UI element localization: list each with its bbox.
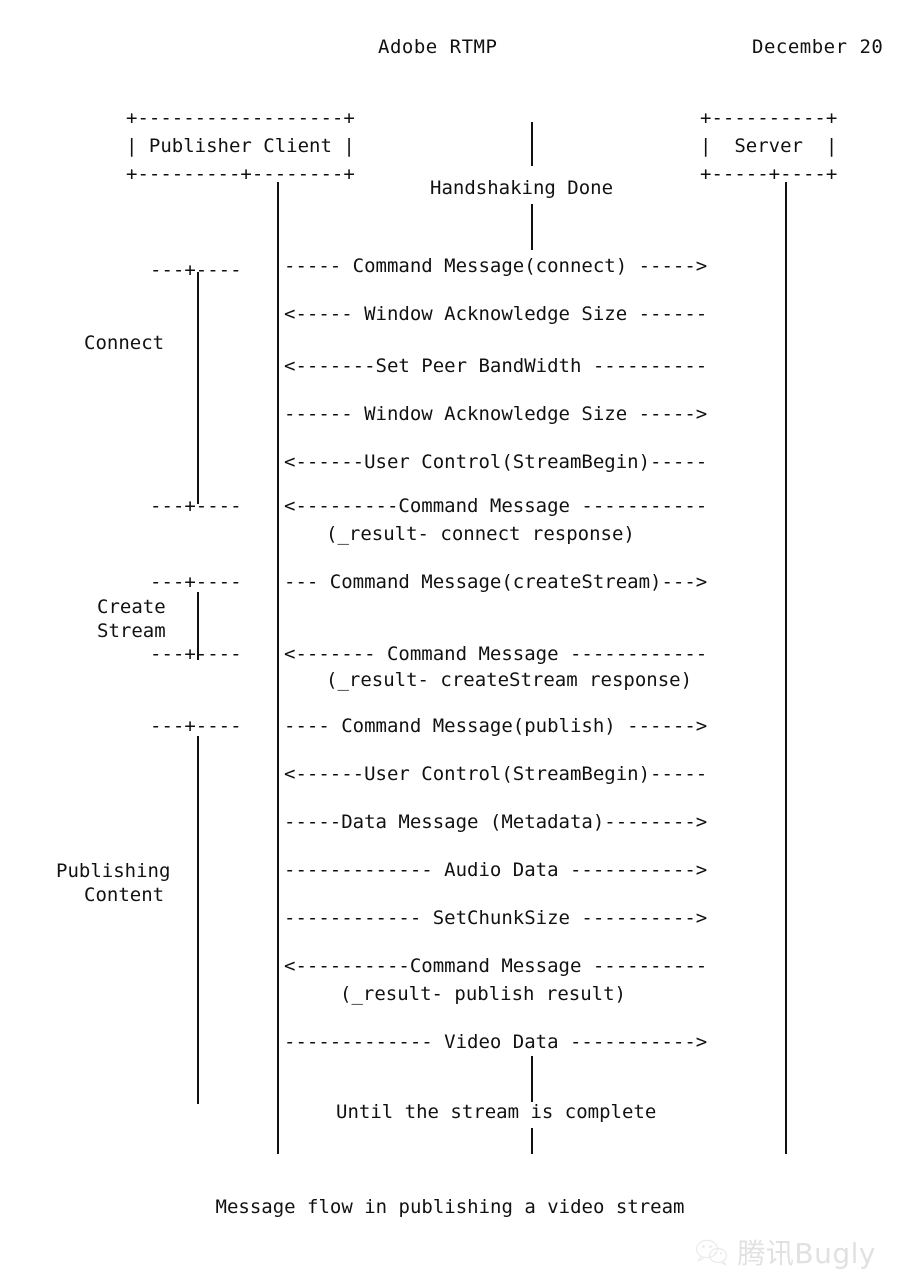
message-audio-data: ------------- Audio Data -----------> bbox=[284, 859, 708, 881]
phase-label-content: Content bbox=[84, 884, 165, 906]
client-lifeline bbox=[277, 182, 279, 1154]
phase-label-stream: Stream bbox=[97, 620, 166, 642]
message-data-message-metadata: -----Data Message (Metadata)--------> bbox=[284, 811, 708, 833]
wechat-icon bbox=[695, 1237, 729, 1267]
message-user-control-streambegin-1: <------User Control(StreamBegin)----- bbox=[284, 451, 708, 473]
publisher-client-box-bottom: +---------+--------+ bbox=[126, 163, 355, 185]
connect-brace-bottom: ---+---- bbox=[150, 495, 242, 517]
document-title: Adobe RTMP bbox=[378, 36, 498, 58]
message-user-control-streambegin-2: <------User Control(StreamBegin)----- bbox=[284, 763, 708, 785]
message-create-stream: --- Command Message(createStream)---> bbox=[284, 571, 708, 593]
create-stream-brace-bottom: ---+---- bbox=[150, 643, 242, 665]
publishing-content-phase-spine bbox=[197, 736, 199, 1104]
message-create-stream-result: <------- Command Message ------------ bbox=[284, 643, 708, 665]
create-stream-brace-top: ---+---- bbox=[150, 571, 242, 593]
message-window-ack-size-in: <----- Window Acknowledge Size ------ bbox=[284, 303, 708, 325]
server-box-label: | Server | bbox=[700, 135, 838, 157]
rtmp-sequence-diagram: +------------------+ | Publisher Client … bbox=[0, 104, 900, 1164]
message-publish: ---- Command Message(publish) ------> bbox=[284, 715, 708, 737]
message-create-stream-result-detail: (_result- createStream response) bbox=[326, 669, 693, 691]
publishing-content-brace-top: ---+---- bbox=[150, 715, 242, 737]
publisher-client-box-top: +------------------+ bbox=[126, 107, 355, 129]
message-set-chunk-size: ------------ SetChunkSize ----------> bbox=[284, 907, 708, 929]
connect-phase-spine bbox=[197, 272, 199, 504]
server-box-top: +----------+ bbox=[700, 107, 838, 129]
note-handshaking-done: Handshaking Done bbox=[430, 177, 614, 199]
page-header: Adobe RTMP December 20 bbox=[0, 36, 900, 64]
note-until-stream-complete: Until the stream is complete bbox=[336, 1101, 657, 1123]
publisher-client-box-label: | Publisher Client | bbox=[126, 135, 355, 157]
message-video-data: ------------- Video Data -----------> bbox=[284, 1031, 708, 1053]
until-note-lifeline-bottom bbox=[531, 1128, 533, 1154]
server-lifeline bbox=[785, 182, 787, 1154]
message-set-peer-bandwidth: <-------Set Peer BandWidth ---------- bbox=[284, 355, 708, 377]
create-stream-phase-spine bbox=[197, 592, 199, 660]
phase-label-connect: Connect bbox=[84, 332, 165, 354]
handshake-lifeline-below-note bbox=[531, 204, 533, 250]
message-window-ack-size-out: ------ Window Acknowledge Size -----> bbox=[284, 403, 708, 425]
message-connect-result-detail: (_result- connect response) bbox=[326, 523, 635, 545]
until-note-lifeline-top bbox=[531, 1056, 533, 1102]
connect-brace-top: ---+---- bbox=[150, 259, 242, 281]
phase-label-create: Create bbox=[97, 596, 166, 618]
message-publish-result: <----------Command Message ---------- bbox=[284, 955, 708, 977]
message-connect: ----- Command Message(connect) -----> bbox=[284, 255, 708, 277]
message-publish-result-detail: (_result- publish result) bbox=[340, 983, 626, 1005]
watermark: 腾讯Bugly bbox=[695, 1232, 876, 1272]
handshake-lifeline-top bbox=[531, 122, 533, 166]
figure-caption: Message flow in publishing a video strea… bbox=[215, 1196, 685, 1218]
message-connect-result: <---------Command Message ----------- bbox=[284, 495, 708, 517]
document-date: December 20 bbox=[752, 36, 884, 58]
phase-label-publishing: Publishing bbox=[56, 860, 171, 882]
watermark-label: 腾讯Bugly bbox=[737, 1237, 876, 1270]
server-box-bottom: +-----+----+ bbox=[700, 163, 838, 185]
